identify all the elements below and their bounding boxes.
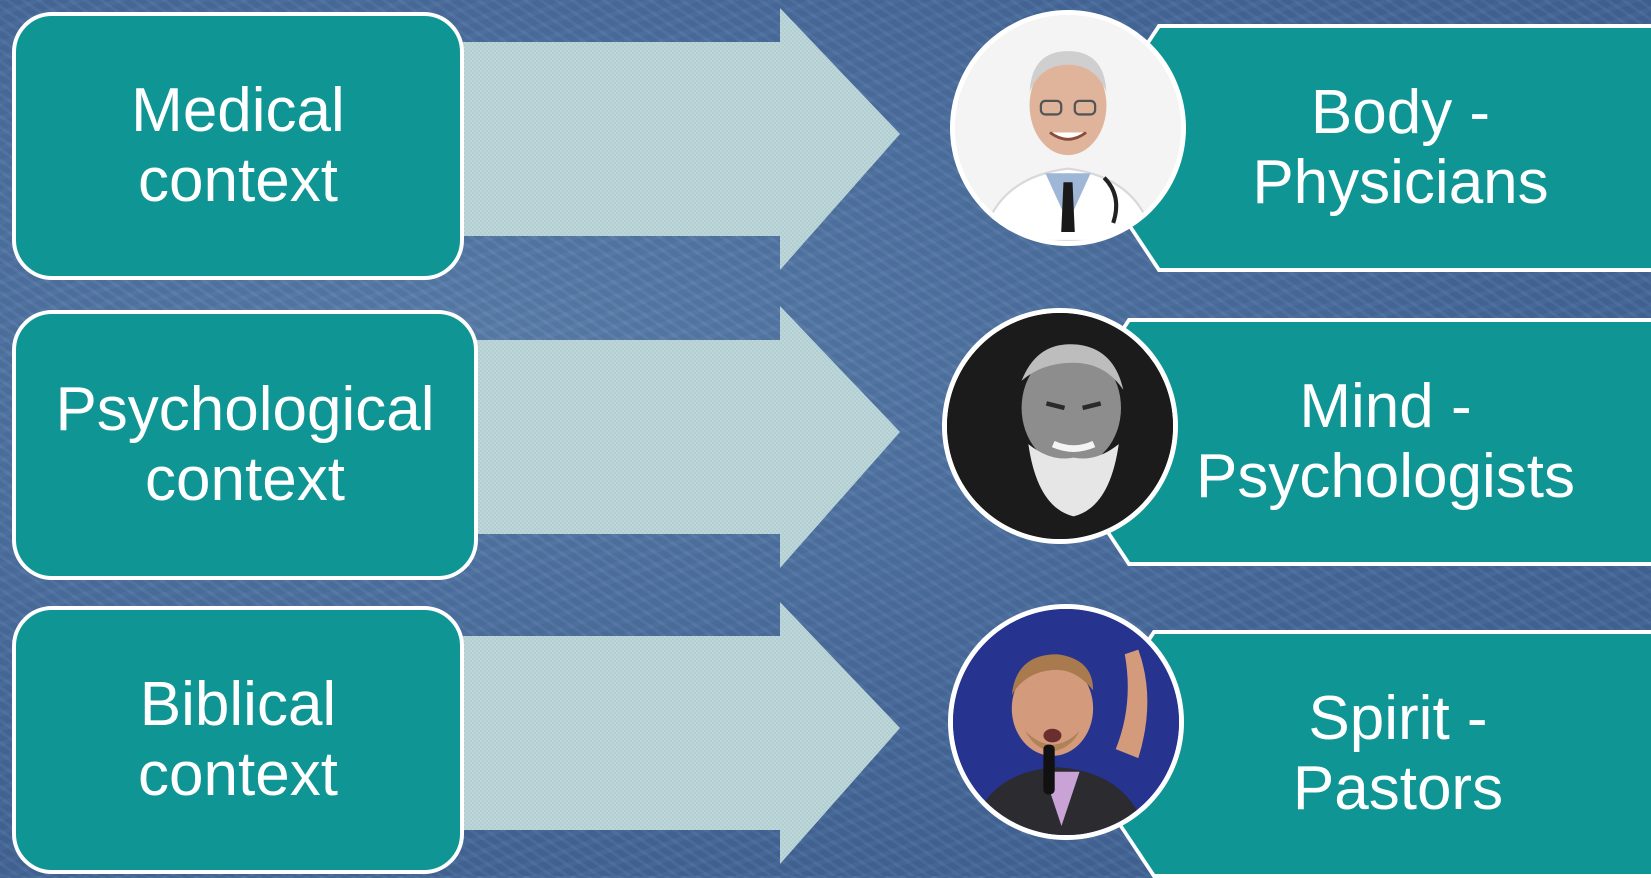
psychological-context-box: Psychological context (12, 310, 478, 580)
result-label: Body - Physicians (1252, 78, 1549, 217)
row-medical: Medical context Body - Physicians (0, 0, 1651, 280)
biblical-context-box: Biblical context (12, 606, 464, 874)
pastor-portrait-icon (948, 604, 1184, 840)
context-label: Medical context (131, 76, 345, 215)
right-arrow-icon (440, 8, 900, 270)
body-physicians-box: Body - Physicians (1080, 28, 1651, 268)
right-arrow-icon (440, 306, 900, 568)
context-label: Psychological context (55, 375, 435, 514)
row-biblical: Biblical context Spirit - Pastors (0, 596, 1651, 878)
medical-context-box: Medical context (12, 12, 464, 280)
doctor-portrait-icon (950, 10, 1186, 246)
result-label: Mind - Psychologists (1195, 372, 1576, 511)
right-arrow-icon (440, 602, 900, 864)
context-label: Biblical context (138, 670, 338, 809)
result-label: Spirit - Pastors (1292, 684, 1504, 823)
psychologist-portrait-icon (942, 308, 1178, 544)
row-psychological: Psychological context Mind - Psychologis… (0, 298, 1651, 580)
